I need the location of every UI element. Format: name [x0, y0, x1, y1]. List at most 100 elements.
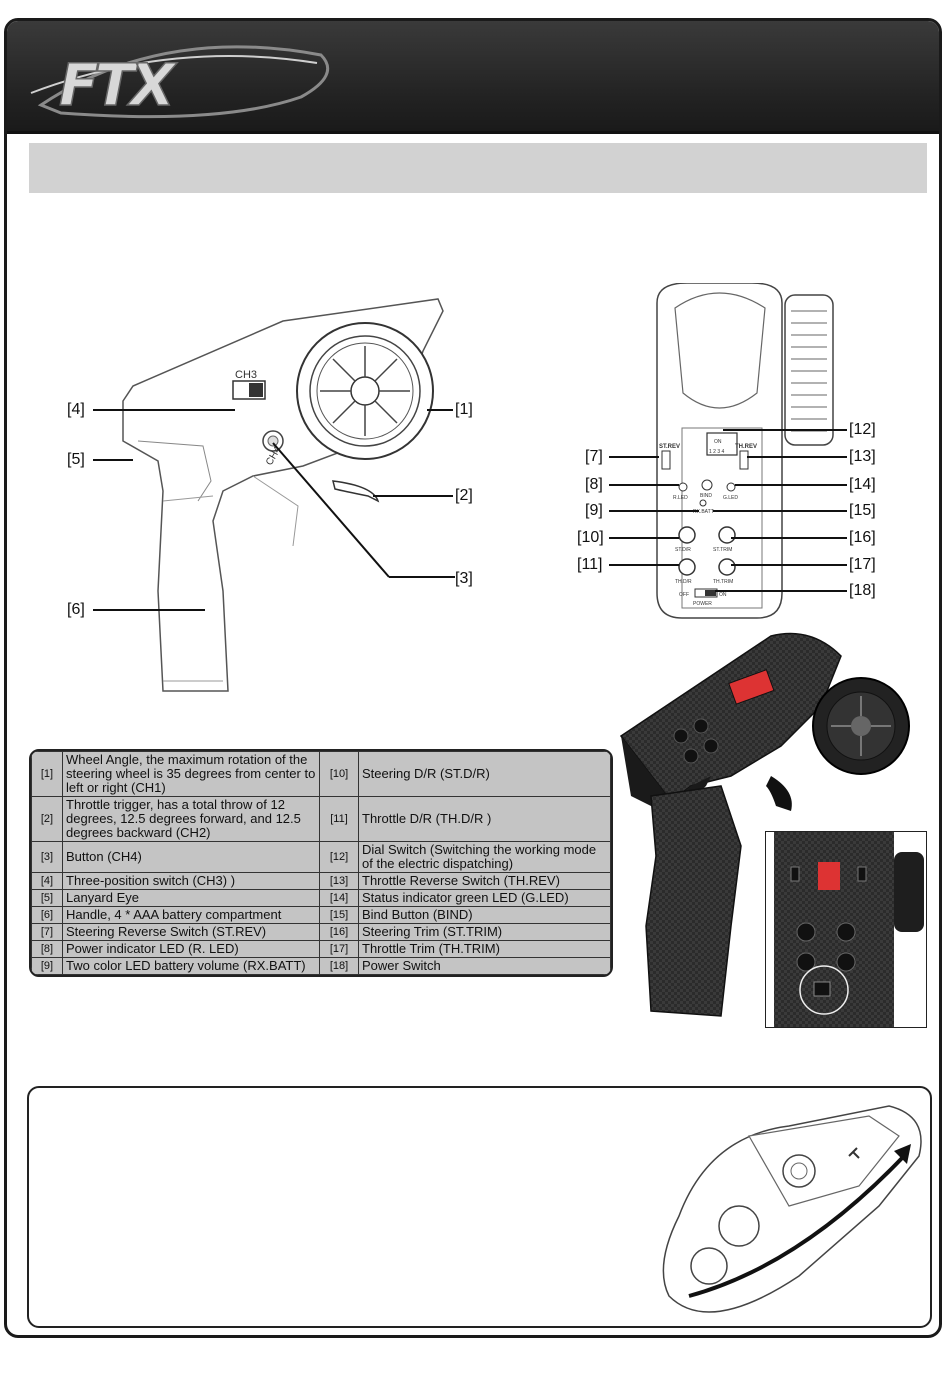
label-12: [12]	[849, 421, 876, 438]
spec-number: [17]	[319, 940, 359, 958]
photo-inset	[765, 831, 927, 1028]
spec-description: Throttle Trim (TH.TRIM)	[358, 940, 611, 958]
svg-text:TH.REV: TH.REV	[735, 444, 757, 450]
dip-switch	[706, 432, 738, 456]
rx-batt-led	[699, 499, 707, 507]
battery-section-box	[27, 1086, 932, 1328]
svg-text:ST.D/R: ST.D/R	[675, 547, 691, 553]
wheel-side-view	[784, 294, 834, 446]
spec-description: Throttle D/R (TH.D/R )	[358, 796, 611, 842]
battery-compartment-illustration	[662, 1105, 922, 1313]
spec-row: [8]Power indicator LED (R. LED)[17]Throt…	[31, 940, 611, 958]
ftx-logo: FTX	[30, 45, 330, 120]
svg-text:BIND: BIND	[700, 493, 712, 499]
transmitter-side-illustration: CH3 CH4	[122, 298, 444, 692]
svg-text:OFF: OFF	[679, 592, 689, 598]
st-dr-knob	[678, 526, 696, 544]
spec-number: [10]	[319, 751, 359, 797]
spec-description: Dial Switch (Switching the working mode …	[358, 841, 611, 873]
spec-number: [1]	[31, 751, 63, 797]
spec-description: Throttle Reverse Switch (TH.REV)	[358, 872, 611, 890]
spec-description: Three-position switch (CH3) )	[62, 872, 320, 890]
spec-number: [16]	[319, 923, 359, 941]
svg-text:POWER: POWER	[693, 601, 712, 607]
spec-number: [9]	[31, 957, 63, 975]
throttle-trigger	[332, 480, 380, 503]
spec-number: [18]	[319, 957, 359, 975]
spec-number: [11]	[319, 796, 359, 842]
th-trim-knob	[718, 558, 736, 576]
spec-description: Bind Button (BIND)	[358, 906, 611, 924]
spec-number: [2]	[31, 796, 63, 842]
svg-text:ST.TRIM: ST.TRIM	[713, 547, 732, 553]
spec-number: [3]	[31, 841, 63, 873]
spec-row: [4]Three-position switch (CH3) )[13]Thro…	[31, 872, 611, 890]
spec-description: Steering D/R (ST.D/R)	[358, 751, 611, 797]
spec-row: [5]Lanyard Eye[14]Status indicator green…	[31, 889, 611, 907]
spec-description: Handle, 4 * AAA battery compartment	[62, 906, 320, 924]
label-2: [2]	[455, 487, 473, 504]
transmitter-photo	[619, 632, 910, 1017]
svg-text:FTX: FTX	[59, 51, 178, 119]
spec-description: Wheel Angle, the maximum rotation of the…	[62, 751, 320, 797]
spec-description: Steering Reverse Switch (ST.REV)	[62, 923, 320, 941]
label-4: [4]	[67, 401, 85, 418]
svg-text:RX.BATT: RX.BATT	[693, 509, 714, 515]
spec-number: [4]	[31, 872, 63, 890]
spec-row: [1]Wheel Angle, the maximum rotation of …	[31, 751, 611, 797]
th-rev-switch	[739, 450, 749, 470]
spec-number: [14]	[319, 889, 359, 907]
g-led	[726, 482, 736, 492]
label-17: [17]	[849, 556, 876, 573]
spec-row: [3]Button (CH4)[12]Dial Switch (Switchin…	[31, 841, 611, 873]
label-6: [6]	[67, 601, 85, 618]
svg-text:1 2 3 4: 1 2 3 4	[709, 449, 725, 455]
label-7: [7]	[585, 448, 603, 465]
label-15: [15]	[849, 502, 876, 519]
th-dr-knob	[678, 558, 696, 576]
page-frame: FTX CH3 CH4 [4] [5] [6] [1] [2] [3]	[4, 18, 942, 1338]
svg-text:R.LED: R.LED	[673, 495, 688, 501]
spec-description: Steering Trim (ST.TRIM)	[358, 923, 611, 941]
spec-number: [6]	[31, 906, 63, 924]
svg-text:G.LED: G.LED	[723, 495, 738, 501]
spec-description: Status indicator green LED (G.LED)	[358, 889, 611, 907]
spec-number: [8]	[31, 940, 63, 958]
spec-row: [7]Steering Reverse Switch (ST.REV)[16]S…	[31, 923, 611, 941]
label-16: [16]	[849, 529, 876, 546]
spec-row: [9]Two color LED battery volume (RX.BATT…	[31, 957, 611, 975]
photo-dip-switch	[728, 669, 775, 705]
label-14: [14]	[849, 476, 876, 493]
svg-text:ST.REV: ST.REV	[659, 444, 680, 450]
st-trim-knob	[718, 526, 736, 544]
label-9: [9]	[585, 502, 603, 519]
section-title-bar	[29, 143, 927, 193]
spec-number: [15]	[319, 906, 359, 924]
label-3: [3]	[455, 570, 473, 587]
spec-description: Power Switch	[358, 957, 611, 975]
header-bar: FTX	[7, 21, 939, 134]
label-8: [8]	[585, 476, 603, 493]
spec-number: [13]	[319, 872, 359, 890]
bind-button	[701, 479, 713, 491]
r-led	[678, 482, 688, 492]
st-rev-switch	[661, 450, 671, 470]
label-11: [11]	[577, 556, 603, 573]
svg-text:ON: ON	[714, 439, 722, 445]
spec-description: Button (CH4)	[62, 841, 320, 873]
spec-description: Lanyard Eye	[62, 889, 320, 907]
label-18: [18]	[849, 582, 876, 599]
spec-description: Two color LED battery volume (RX.BATT)	[62, 957, 320, 975]
open-arrow	[688, 1154, 906, 1298]
label-1: [1]	[455, 401, 473, 418]
spec-number: [7]	[31, 923, 63, 941]
spec-number: [5]	[31, 889, 63, 907]
spec-table: [1]Wheel Angle, the maximum rotation of …	[29, 749, 613, 977]
svg-text:CH3: CH3	[235, 369, 257, 381]
control-panel-illustration: ON 1 2 3 4 ST.REV TH.REV R.LED BIND G.LE…	[656, 283, 834, 619]
spec-description: Throttle trigger, has a total throw of 1…	[62, 796, 320, 842]
spec-description: Power indicator LED (R. LED)	[62, 940, 320, 958]
svg-text:ON: ON	[719, 592, 727, 598]
label-13: [13]	[849, 448, 876, 465]
svg-text:TH.TRIM: TH.TRIM	[713, 579, 733, 585]
